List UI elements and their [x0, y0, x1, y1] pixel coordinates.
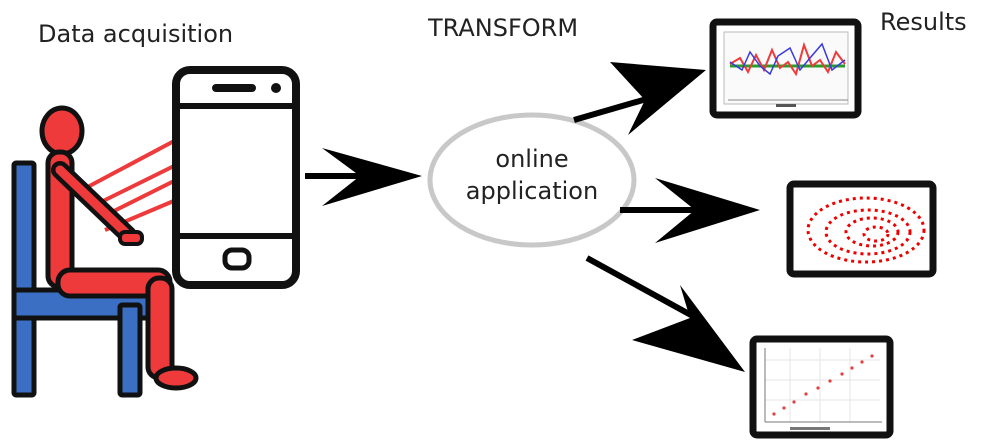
transform-label: TRANSFORM — [428, 14, 579, 42]
bubble-text: online application — [432, 143, 632, 207]
arrow-icon — [585, 255, 745, 372]
data-acquisition-label: Data acquisition — [38, 20, 234, 48]
time-series-tablet-icon — [709, 18, 862, 119]
spiral-drawing-tablet-icon — [786, 180, 937, 278]
bubble-line-application: application — [465, 177, 599, 205]
results-label: Results — [880, 8, 967, 36]
arrow-icon — [305, 148, 422, 206]
smartphone-icon — [172, 66, 300, 289]
online-application-bubble — [427, 112, 637, 248]
seated-person-icon — [39, 105, 199, 391]
arrow-icon — [620, 178, 760, 243]
arrow-icon — [573, 62, 706, 135]
scatter-plot-tablet-icon — [749, 335, 894, 439]
bubble-line-online: online — [495, 145, 569, 173]
